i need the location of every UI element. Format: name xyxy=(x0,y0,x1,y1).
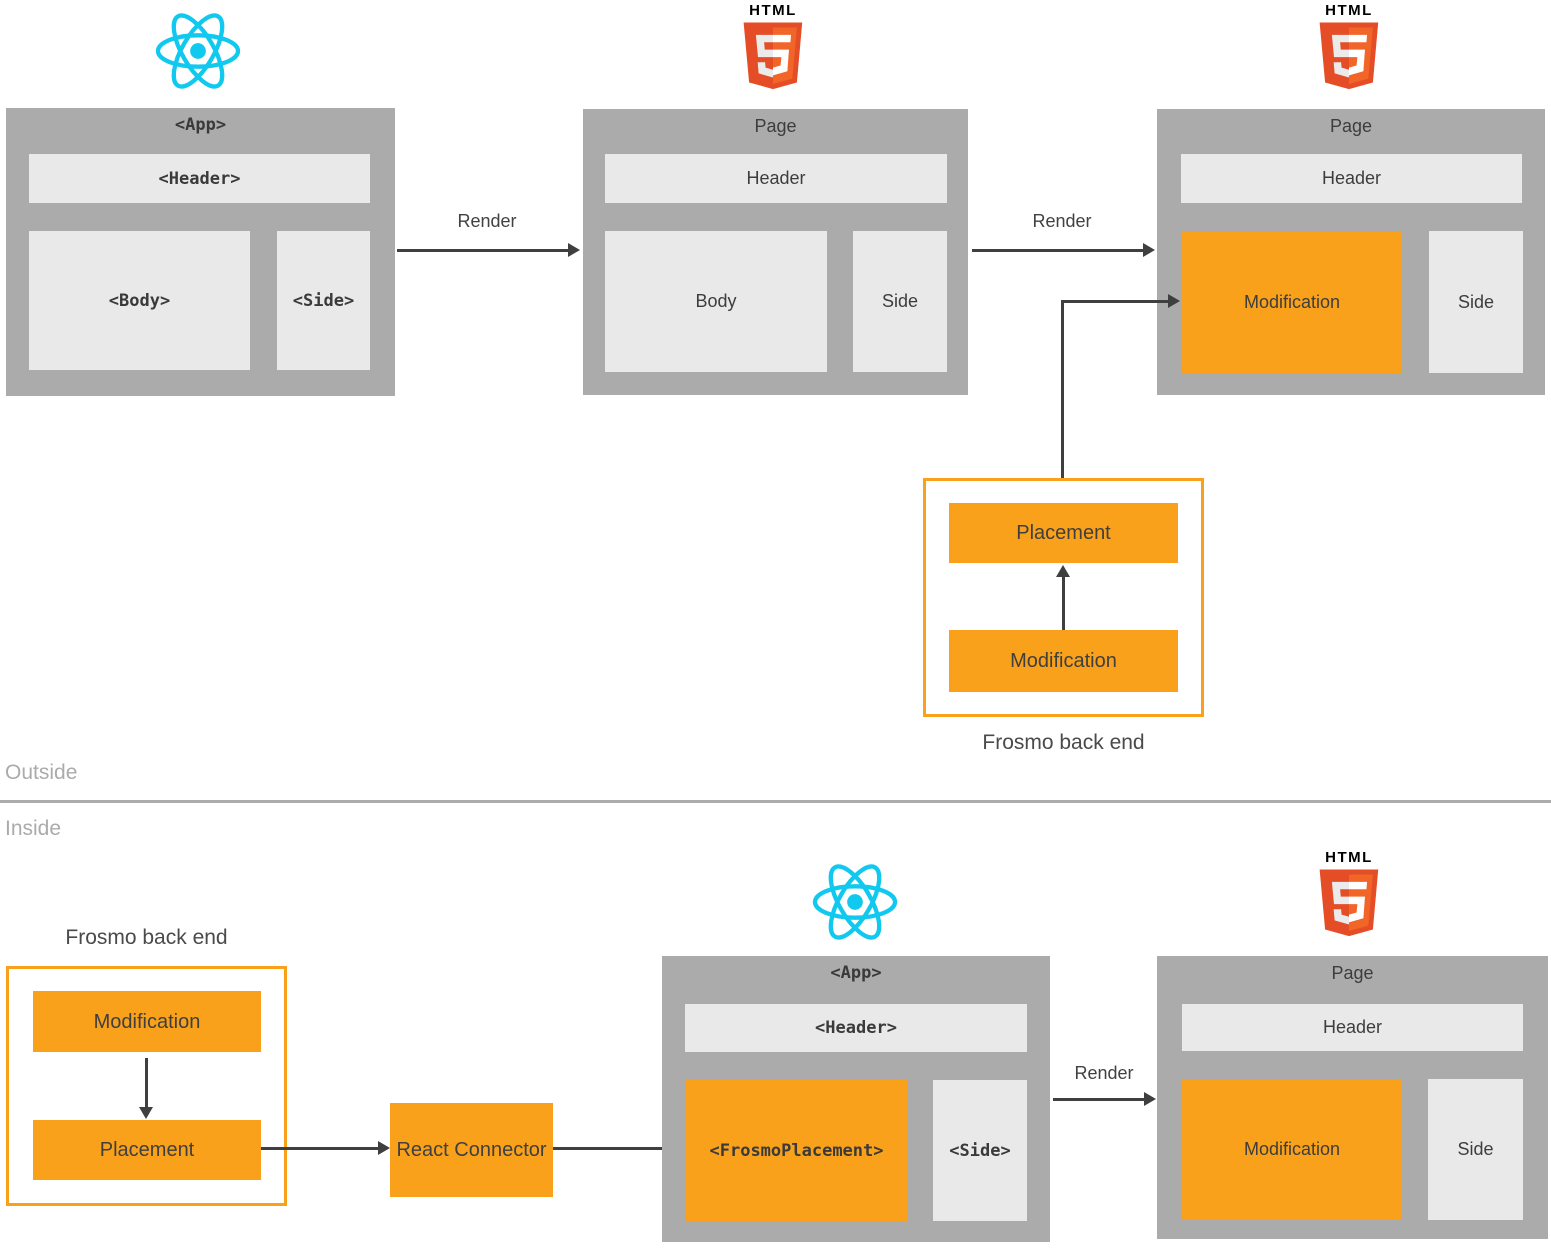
tile-placement: Placement xyxy=(33,1120,261,1180)
html5-shield-icon xyxy=(1319,22,1379,90)
panel-react-app-outside: <App> <Header> <Body> <Side> xyxy=(6,108,395,396)
arrow-line xyxy=(972,249,1143,252)
react-logo-icon xyxy=(812,864,898,940)
react-logo-icon xyxy=(155,13,241,89)
arrow-line xyxy=(1061,300,1168,303)
arrow-line xyxy=(1062,577,1065,630)
tile-side: Side xyxy=(1429,231,1523,373)
panel-title: Page xyxy=(1331,963,1374,983)
tile-body: <Body> xyxy=(29,231,250,370)
html5-logo-text: HTML xyxy=(1325,849,1373,866)
arrow-line xyxy=(261,1147,378,1150)
frosmo-backend-label: Frosmo back end xyxy=(65,926,228,949)
tile-side: <Side> xyxy=(277,231,370,370)
tile-header: Header xyxy=(1182,1004,1523,1051)
panel-title: Page xyxy=(1329,116,1373,136)
tile-modification: Modification xyxy=(1182,231,1402,373)
tile-side: <Side> xyxy=(933,1080,1027,1221)
panel-page-modified-outside: Page Header Modification Side xyxy=(1157,109,1545,395)
panel-title: <App> xyxy=(830,963,882,983)
html5-logo-icon: HTML xyxy=(1317,2,1381,91)
tile-modification: Modification xyxy=(1182,1079,1402,1220)
outside-label: Outside xyxy=(5,761,78,784)
html5-logo-icon: HTML xyxy=(1317,849,1381,938)
frosmo-backend-box-inside: Modification Placement xyxy=(6,966,287,1206)
arrow-line xyxy=(1061,301,1064,502)
panel-react-app-inside: <App> <Header> <FrosmoPlacement> <Side> xyxy=(662,956,1050,1242)
panel-page-rendered: Page Header Body Side xyxy=(583,109,968,395)
render-label: Render xyxy=(457,211,517,231)
tile-header: Header xyxy=(605,154,947,203)
arrow-head xyxy=(1144,1092,1156,1106)
section-divider-line xyxy=(0,800,1551,803)
tile-side: Side xyxy=(1428,1079,1523,1220)
react-connector-box: React Connector xyxy=(390,1103,553,1197)
panel-title: Page xyxy=(754,116,797,136)
frosmo-backend-box-outside: Placement Modification xyxy=(923,478,1204,717)
panel-title: <App> xyxy=(174,115,227,135)
arrow-line xyxy=(397,249,568,252)
panel-page-modified-inside: Page Header Modification Side xyxy=(1157,956,1548,1239)
arrow-line xyxy=(145,1058,148,1107)
tile-placement: Placement xyxy=(949,503,1178,563)
html5-shield-icon xyxy=(743,22,803,90)
tile-modification: Modification xyxy=(949,630,1178,692)
html5-logo-text: HTML xyxy=(1325,2,1373,19)
tile-header: <Header> xyxy=(685,1004,1027,1052)
inside-label: Inside xyxy=(5,817,62,840)
tile-header: <Header> xyxy=(29,154,370,203)
render-label: Render xyxy=(1032,211,1092,231)
tile-modification: Modification xyxy=(33,991,261,1052)
render-label: Render xyxy=(1074,1063,1134,1083)
html5-logo-text: HTML xyxy=(749,2,797,19)
arrow-head xyxy=(378,1141,390,1155)
html5-shield-icon xyxy=(1319,869,1379,937)
tile-side: Side xyxy=(853,231,947,372)
frosmo-backend-label: Frosmo back end xyxy=(982,731,1145,754)
arrow-head xyxy=(1168,294,1180,308)
arrow-head xyxy=(1143,243,1155,257)
tile-frosmo-placement: <FrosmoPlacement> xyxy=(686,1080,907,1221)
html5-logo-icon: HTML xyxy=(741,2,805,91)
arrow-head xyxy=(139,1107,153,1119)
tile-body: Body xyxy=(605,231,827,372)
arrow-line xyxy=(1053,1098,1144,1101)
tile-header: Header xyxy=(1181,154,1522,203)
arrow-head xyxy=(568,243,580,257)
arrow-head xyxy=(1056,565,1070,577)
arrow-line xyxy=(553,1147,668,1150)
